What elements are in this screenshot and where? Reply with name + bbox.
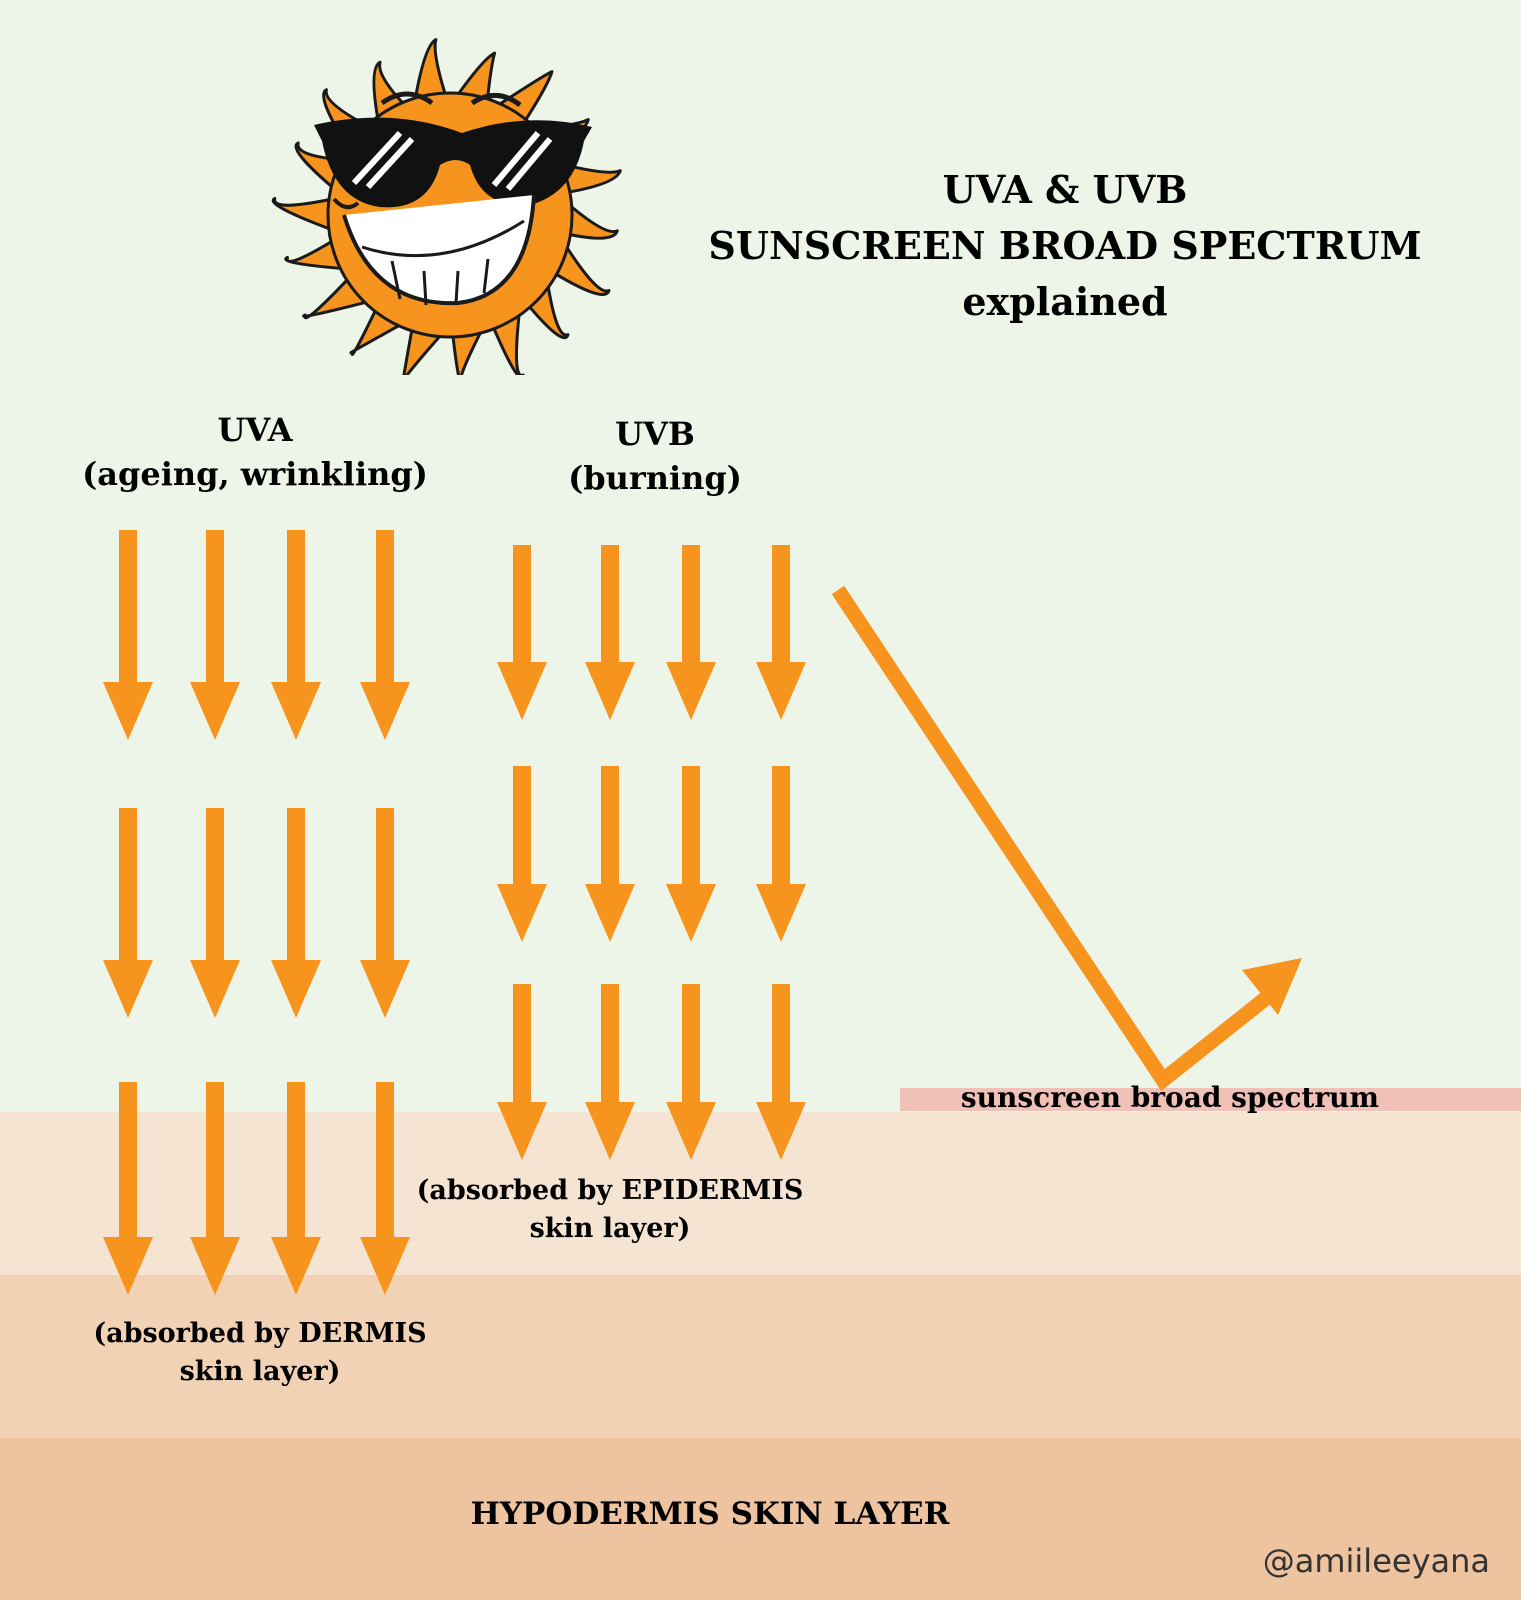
uva-effect: (ageing, wrinkling): [82, 455, 428, 493]
dermis-label-line-1: (absorbed by DERMIS: [93, 1318, 427, 1349]
uvb-heading: UVB (burning): [520, 412, 790, 500]
sun-ray: [559, 195, 619, 240]
epidermis-label-line-1: (absorbed by EPIDERMIS: [416, 1175, 804, 1206]
uva-label: UVA: [217, 411, 293, 449]
uvb-arrow: [585, 984, 635, 1160]
uvb-arrow: [497, 766, 547, 942]
sun-ray: [271, 195, 341, 235]
uvb-arrow: [497, 984, 547, 1160]
epidermis-label-line-2: skin layer): [529, 1213, 691, 1244]
sun-teeth: [361, 219, 525, 306]
uva-arrow: [190, 808, 240, 1018]
reflected-arrow-icon: [831, 585, 1275, 1091]
sun-mouth-line: [332, 197, 360, 210]
uvb-arrow: [666, 766, 716, 942]
uvb-arrow: [756, 545, 806, 720]
title-line-2: SUNSCREEN BROAD SPECTRUM: [708, 223, 1422, 268]
down-arrows: [103, 530, 806, 1295]
reflected-arrowhead: [1242, 958, 1302, 1015]
uvb-label: UVB: [615, 415, 695, 453]
uvb-effect: (burning): [568, 459, 742, 497]
dermis-label-line-2: skin layer): [179, 1356, 341, 1387]
uvb-arrow: [756, 766, 806, 942]
uvb-arrow: [666, 984, 716, 1160]
sun-ray: [412, 38, 450, 111]
sky-background: [0, 0, 1521, 1112]
uvb-arrow: [585, 766, 635, 942]
sunscreen-label: sunscreen broad spectrum: [960, 1081, 1380, 1114]
sun-eyebrow: [380, 91, 434, 106]
author-credit: @amiileeyana: [1262, 1542, 1490, 1580]
sunscreen-layer: [900, 1088, 1521, 1111]
dermis-layer: [0, 1275, 1521, 1438]
sun-eyebrow: [470, 93, 522, 108]
uvb-arrow: [497, 545, 547, 720]
uva-arrow: [360, 808, 410, 1018]
uva-arrow: [360, 530, 410, 740]
uvb-arrow: [585, 545, 635, 720]
sun-with-sunglasses-icon: [271, 38, 622, 375]
uva-arrow: [360, 1082, 410, 1295]
title-line-1: UVA & UVB: [942, 167, 1188, 212]
epidermis-absorption-label: (absorbed by EPIDERMIS skin layer): [390, 1172, 830, 1248]
page-title: UVA & UVB SUNSCREEN BROAD SPECTRUM expla…: [650, 162, 1480, 330]
uva-arrow: [103, 1082, 153, 1295]
uva-arrow: [190, 530, 240, 740]
hypodermis-layer: [0, 1438, 1521, 1600]
uva-heading: UVA (ageing, wrinkling): [40, 408, 470, 496]
title-line-3: explained: [962, 279, 1168, 324]
sunglasses-icon: [314, 117, 592, 208]
uva-arrow: [103, 808, 153, 1018]
uva-arrow: [190, 1082, 240, 1295]
uvb-arrow: [666, 545, 716, 720]
uvb-arrow: [756, 984, 806, 1160]
uva-arrow: [271, 530, 321, 740]
epidermis-layer: [0, 1112, 1521, 1275]
uva-arrow: [271, 808, 321, 1018]
uva-arrow: [271, 1082, 321, 1295]
dermis-absorption-label: (absorbed by DERMIS skin layer): [40, 1315, 480, 1391]
hypodermis-label: HYPODERMIS SKIN LAYER: [470, 1496, 950, 1532]
uva-arrow: [103, 530, 153, 740]
